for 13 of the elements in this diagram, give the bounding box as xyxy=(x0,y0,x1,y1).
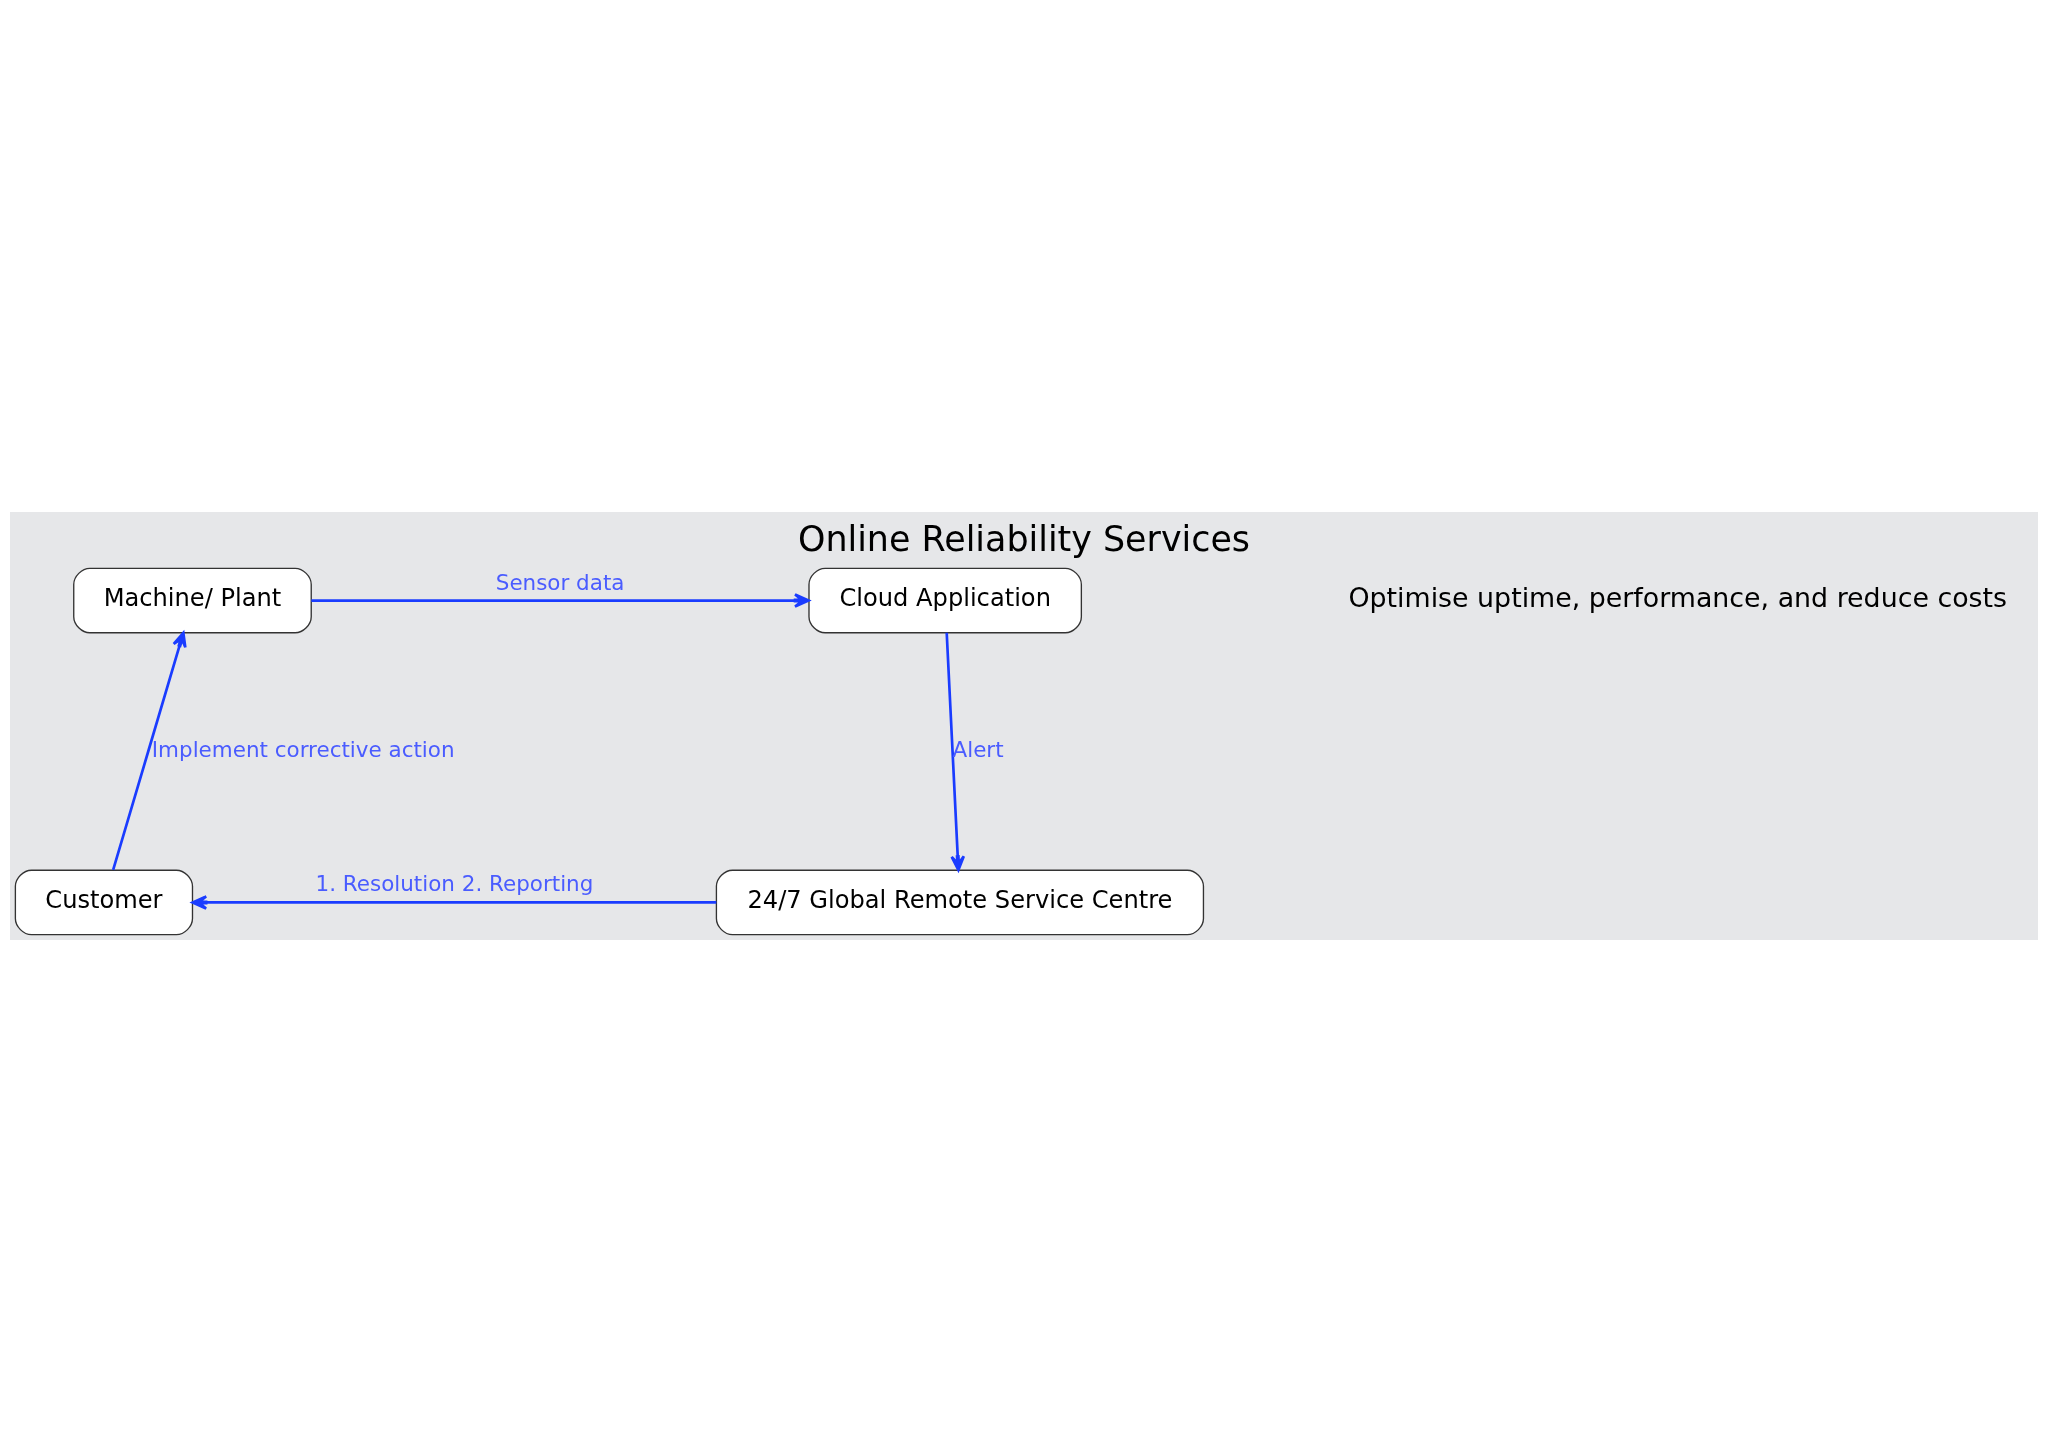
node-box: Cloud Application xyxy=(808,567,1083,633)
node-box: 24/7 Global Remote Service Centre xyxy=(715,869,1205,935)
edge-label: 1. Resolution 2. Reporting xyxy=(315,870,594,896)
edge-label: Implement corrective action xyxy=(151,736,455,762)
label: Optimise uptime, performance, and reduce costs xyxy=(1348,581,2008,613)
node-box: Customer xyxy=(14,869,194,935)
arrow xyxy=(111,630,187,870)
edge-label: Sensor data xyxy=(495,569,625,595)
arrow xyxy=(311,592,810,608)
node-box: Machine/ Plant xyxy=(73,567,312,633)
arrow xyxy=(191,894,717,910)
arrow xyxy=(945,632,966,871)
diagram-title: Online Reliability Services xyxy=(797,518,1251,559)
